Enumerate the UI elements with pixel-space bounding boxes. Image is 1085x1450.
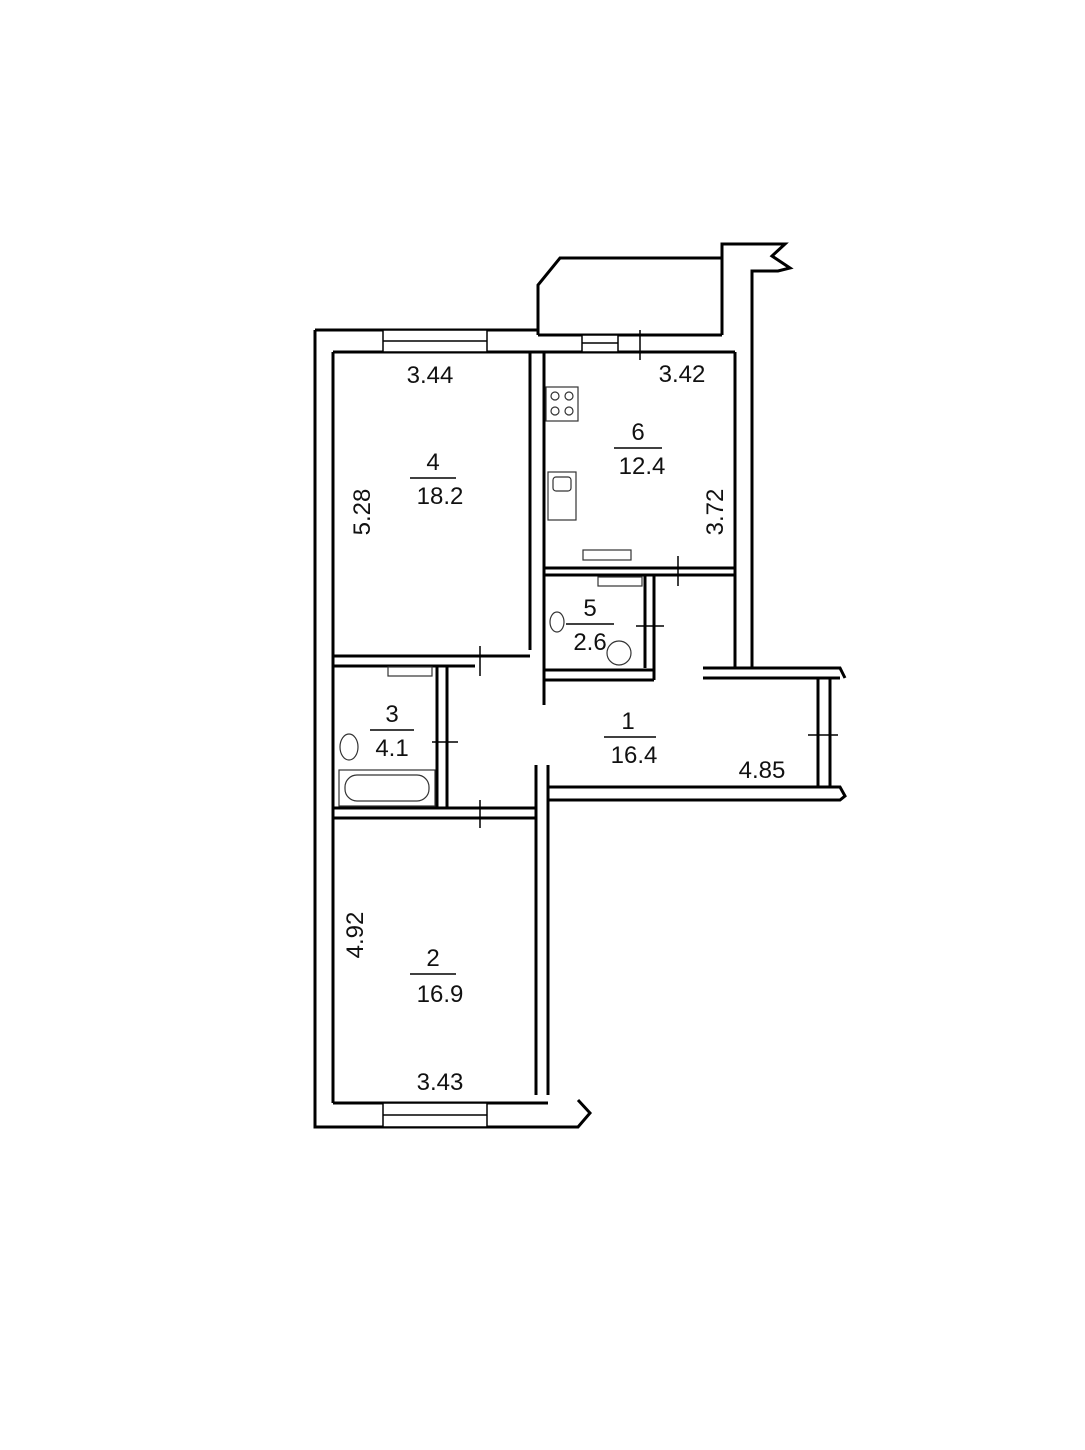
dim-room6-length: 3.72 (702, 489, 729, 536)
room-3-area: 4.1 (375, 735, 408, 762)
dim-room4-length: 5.28 (349, 489, 376, 536)
room-6-area: 12.4 (619, 453, 666, 480)
room-1-area: 16.4 (611, 742, 658, 769)
interior-walls (333, 352, 735, 820)
dim-room2-width: 3.43 (417, 1069, 464, 1096)
room-1-label: 1 16.4 (604, 708, 657, 769)
kitchen-sink-icon (547, 471, 577, 521)
room-5-area: 2.6 (573, 629, 606, 656)
room-1-number: 1 (621, 708, 634, 735)
radiator-wc-icon (597, 576, 643, 587)
room-4-area: 18.2 (417, 483, 464, 510)
room-6-label: 6 12.4 (614, 419, 665, 480)
toilet-icon (549, 611, 565, 633)
room-6-number: 6 (631, 419, 644, 446)
windows (382, 329, 619, 1128)
door-markers (432, 330, 838, 828)
room-2-label: 2 16.9 (410, 945, 463, 1008)
room-5-number: 5 (583, 595, 596, 622)
dim-room2-length: 4.92 (342, 912, 369, 959)
bathtub-icon (338, 769, 436, 807)
dim-room4-width: 3.44 (407, 362, 454, 389)
radiator-kitchen-icon (582, 549, 632, 561)
kitchen-stove-icon (545, 386, 579, 422)
room-2-number: 2 (426, 945, 439, 972)
dim-room6-width: 3.42 (659, 361, 706, 388)
outer-walls (313, 242, 847, 1129)
room-5-label: 5 2.6 (566, 595, 614, 656)
room-3-number: 3 (385, 701, 398, 728)
room-2-area: 16.9 (417, 981, 464, 1008)
room-3-label: 3 4.1 (370, 701, 414, 762)
room-4-label: 4 18.2 (410, 449, 463, 510)
wc-sink-icon (606, 640, 632, 666)
bath-sink-icon (339, 733, 359, 761)
room-4-number: 4 (426, 449, 439, 476)
dim-room1-length: 4.85 (739, 757, 786, 784)
radiator-bath-icon (387, 666, 433, 677)
